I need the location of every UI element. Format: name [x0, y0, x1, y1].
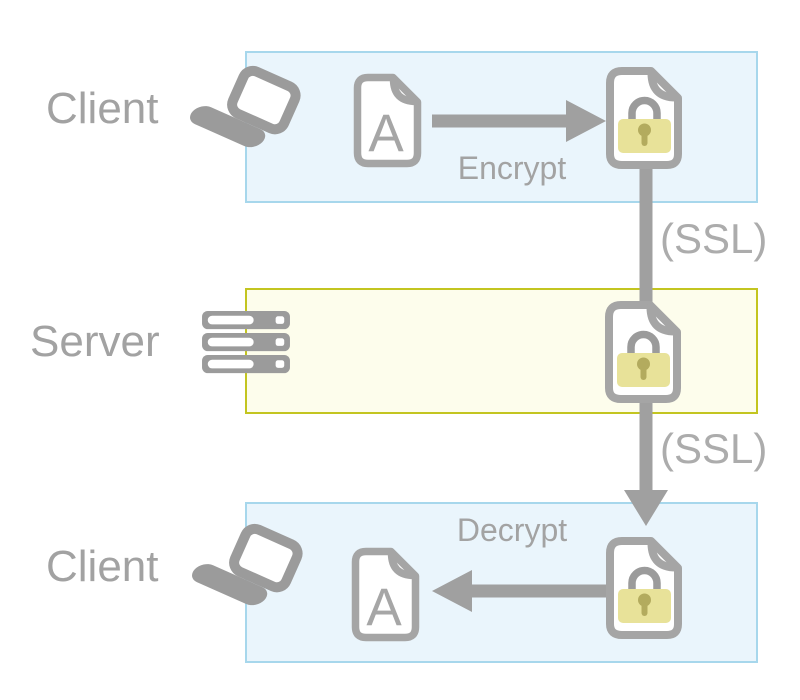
lock-shackle: [628, 566, 661, 592]
laptop-group: [190, 65, 301, 148]
arrow-left-icon: [432, 570, 606, 612]
document-icon: A: [353, 73, 422, 168]
locked-document-icon: [606, 537, 682, 639]
server-unit: [202, 354, 290, 374]
lock-keyhole: [637, 357, 650, 371]
document-fold: [387, 549, 418, 580]
client-bottom-label: Client: [46, 542, 159, 591]
document-fold: [389, 75, 420, 106]
laptop-screen: [229, 523, 303, 593]
document-fold: [647, 69, 680, 102]
lock-keyhole-stem: [641, 602, 648, 616]
decrypt-label: Decrypt: [456, 512, 568, 548]
encrypt-label: Encrypt: [457, 150, 567, 186]
server-unit: [202, 332, 290, 352]
document-letter: A: [366, 578, 402, 637]
lock-keyhole-stem: [640, 366, 647, 380]
arrow-right-head: [566, 100, 606, 142]
arrow-down-head: [624, 490, 668, 526]
locked-document-icon: [606, 67, 682, 169]
lock-keyhole-stem: [641, 132, 648, 146]
laptop-icon: [192, 523, 303, 606]
document-icon: A: [351, 547, 420, 642]
laptop-base: [192, 564, 268, 606]
document-fold: [646, 303, 679, 336]
laptop-group: [192, 523, 303, 606]
document-fold: [647, 539, 680, 572]
laptop-screen: [227, 65, 301, 135]
arrow-right-icon: [432, 100, 606, 142]
laptop-icon: [190, 65, 301, 148]
lock-keyhole: [638, 123, 651, 137]
locked-document-icon: [605, 301, 681, 403]
document-letter: A: [368, 104, 404, 163]
server-label: Server: [30, 317, 160, 366]
lock-keyhole: [638, 593, 651, 607]
client-top-label: Client: [46, 84, 159, 133]
lock-shackle: [628, 96, 661, 122]
server-stack-icon: [202, 311, 290, 374]
lock-shackle: [627, 330, 660, 356]
ssl-upper-label: (SSL): [660, 215, 768, 262]
ssl-lower-label: (SSL): [660, 425, 768, 472]
arrow-left-head: [432, 570, 472, 612]
laptop-base: [190, 106, 266, 148]
server-unit: [202, 311, 290, 330]
